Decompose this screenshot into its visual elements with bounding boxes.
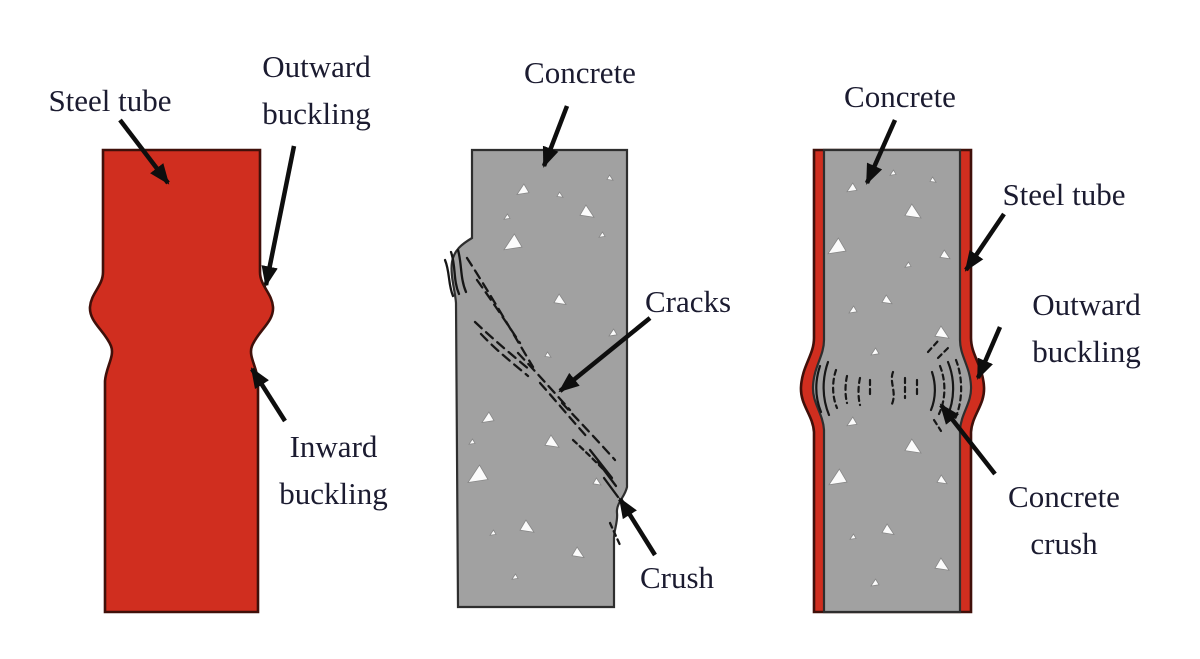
panel-plain-concrete xyxy=(443,148,629,609)
arrow-concrete-middle xyxy=(541,105,570,168)
annotation-arrows xyxy=(118,105,1006,557)
steel-tube-shape xyxy=(88,148,275,614)
arrow-inward-buckling-left xyxy=(250,367,287,423)
label-steel-tube-right: Steel tube xyxy=(1002,177,1126,212)
arrow-steel-tube-left xyxy=(118,118,170,185)
arrow-outward-buckling-left xyxy=(261,145,297,288)
label-concrete-right: Concrete xyxy=(844,79,956,114)
label-concrete-middle: Concrete xyxy=(524,55,636,90)
crack-lines xyxy=(443,248,622,547)
panel-hollow-steel-tube xyxy=(88,148,275,614)
arrow-concrete-crush xyxy=(939,403,997,476)
label-inward-buckling-left: Inward buckling xyxy=(279,429,388,511)
label-crush: Crush xyxy=(639,560,715,595)
label-concrete-crush: Concrete crush xyxy=(1008,479,1120,561)
arrow-concrete-right xyxy=(864,119,898,185)
concrete-column-shape xyxy=(450,148,629,609)
panel-cfst-column xyxy=(799,148,986,614)
arrow-crush xyxy=(618,497,657,557)
label-outward-buckling-left: Outward buckling xyxy=(262,49,371,131)
label-steel-tube-left: Steel tube xyxy=(48,83,172,118)
label-outward-buckling-right: Outward buckling xyxy=(1032,287,1141,369)
aggregate-specks xyxy=(827,169,951,587)
label-cracks: Cracks xyxy=(644,284,732,319)
aggregate-specks xyxy=(467,174,618,580)
arrow-steel-tube-right xyxy=(964,212,1006,272)
arrow-outward-buckling-right xyxy=(975,326,1003,380)
arrow-cracks xyxy=(558,316,652,393)
